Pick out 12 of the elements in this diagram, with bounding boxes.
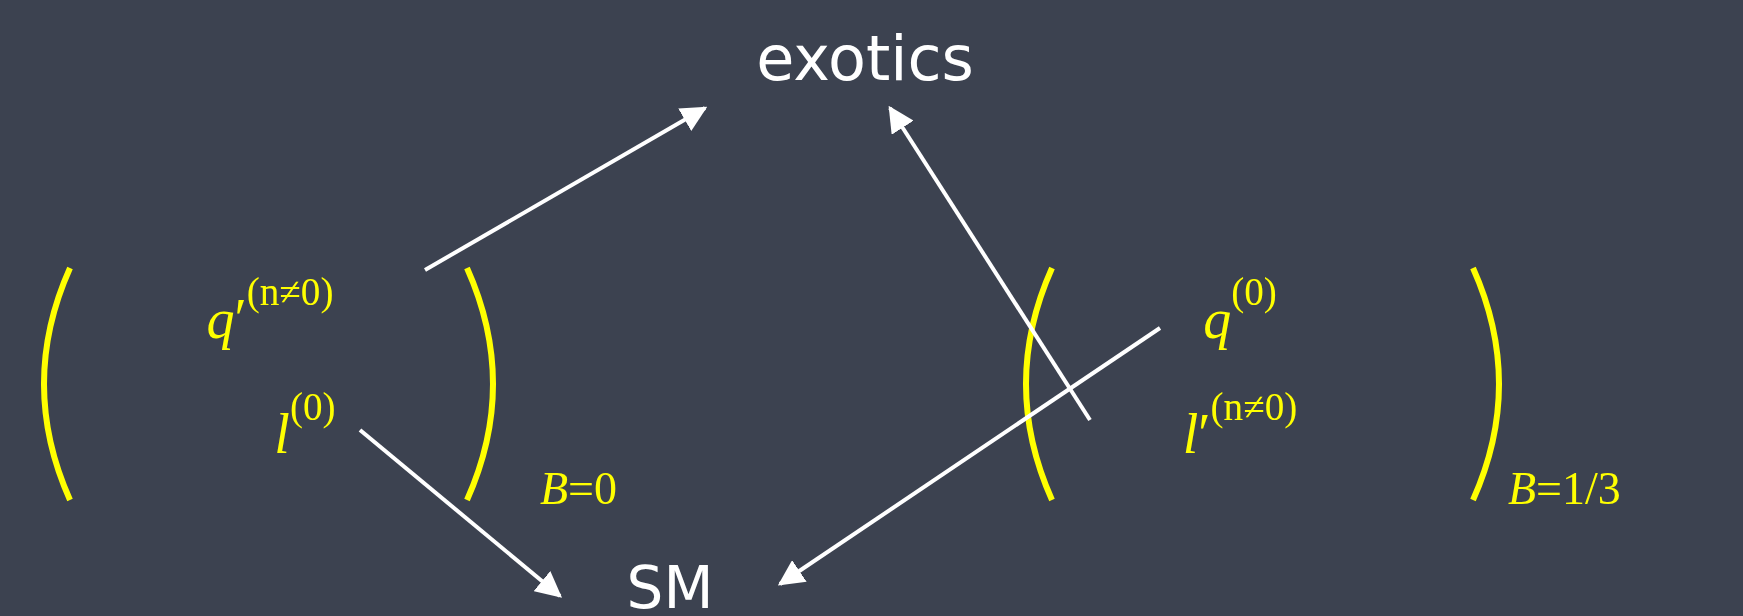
subscript-label: B=1/3 (1508, 462, 1621, 515)
node-label: SM (626, 554, 714, 616)
math-term: l′$^{(n≠0)}$ (1182, 383, 1298, 467)
node-label: exotics (756, 21, 974, 95)
math-term: l$^{(0)}$ (274, 383, 336, 467)
subscript-label: B=0 (540, 462, 618, 515)
arrow (777, 326, 1162, 586)
arrow (358, 428, 562, 598)
arrow (888, 105, 1092, 422)
math-term: q′$^{(n≠0)}$ (206, 268, 334, 352)
math-term: q$^{(0)}$ (1203, 268, 1277, 352)
arrow (424, 106, 708, 272)
